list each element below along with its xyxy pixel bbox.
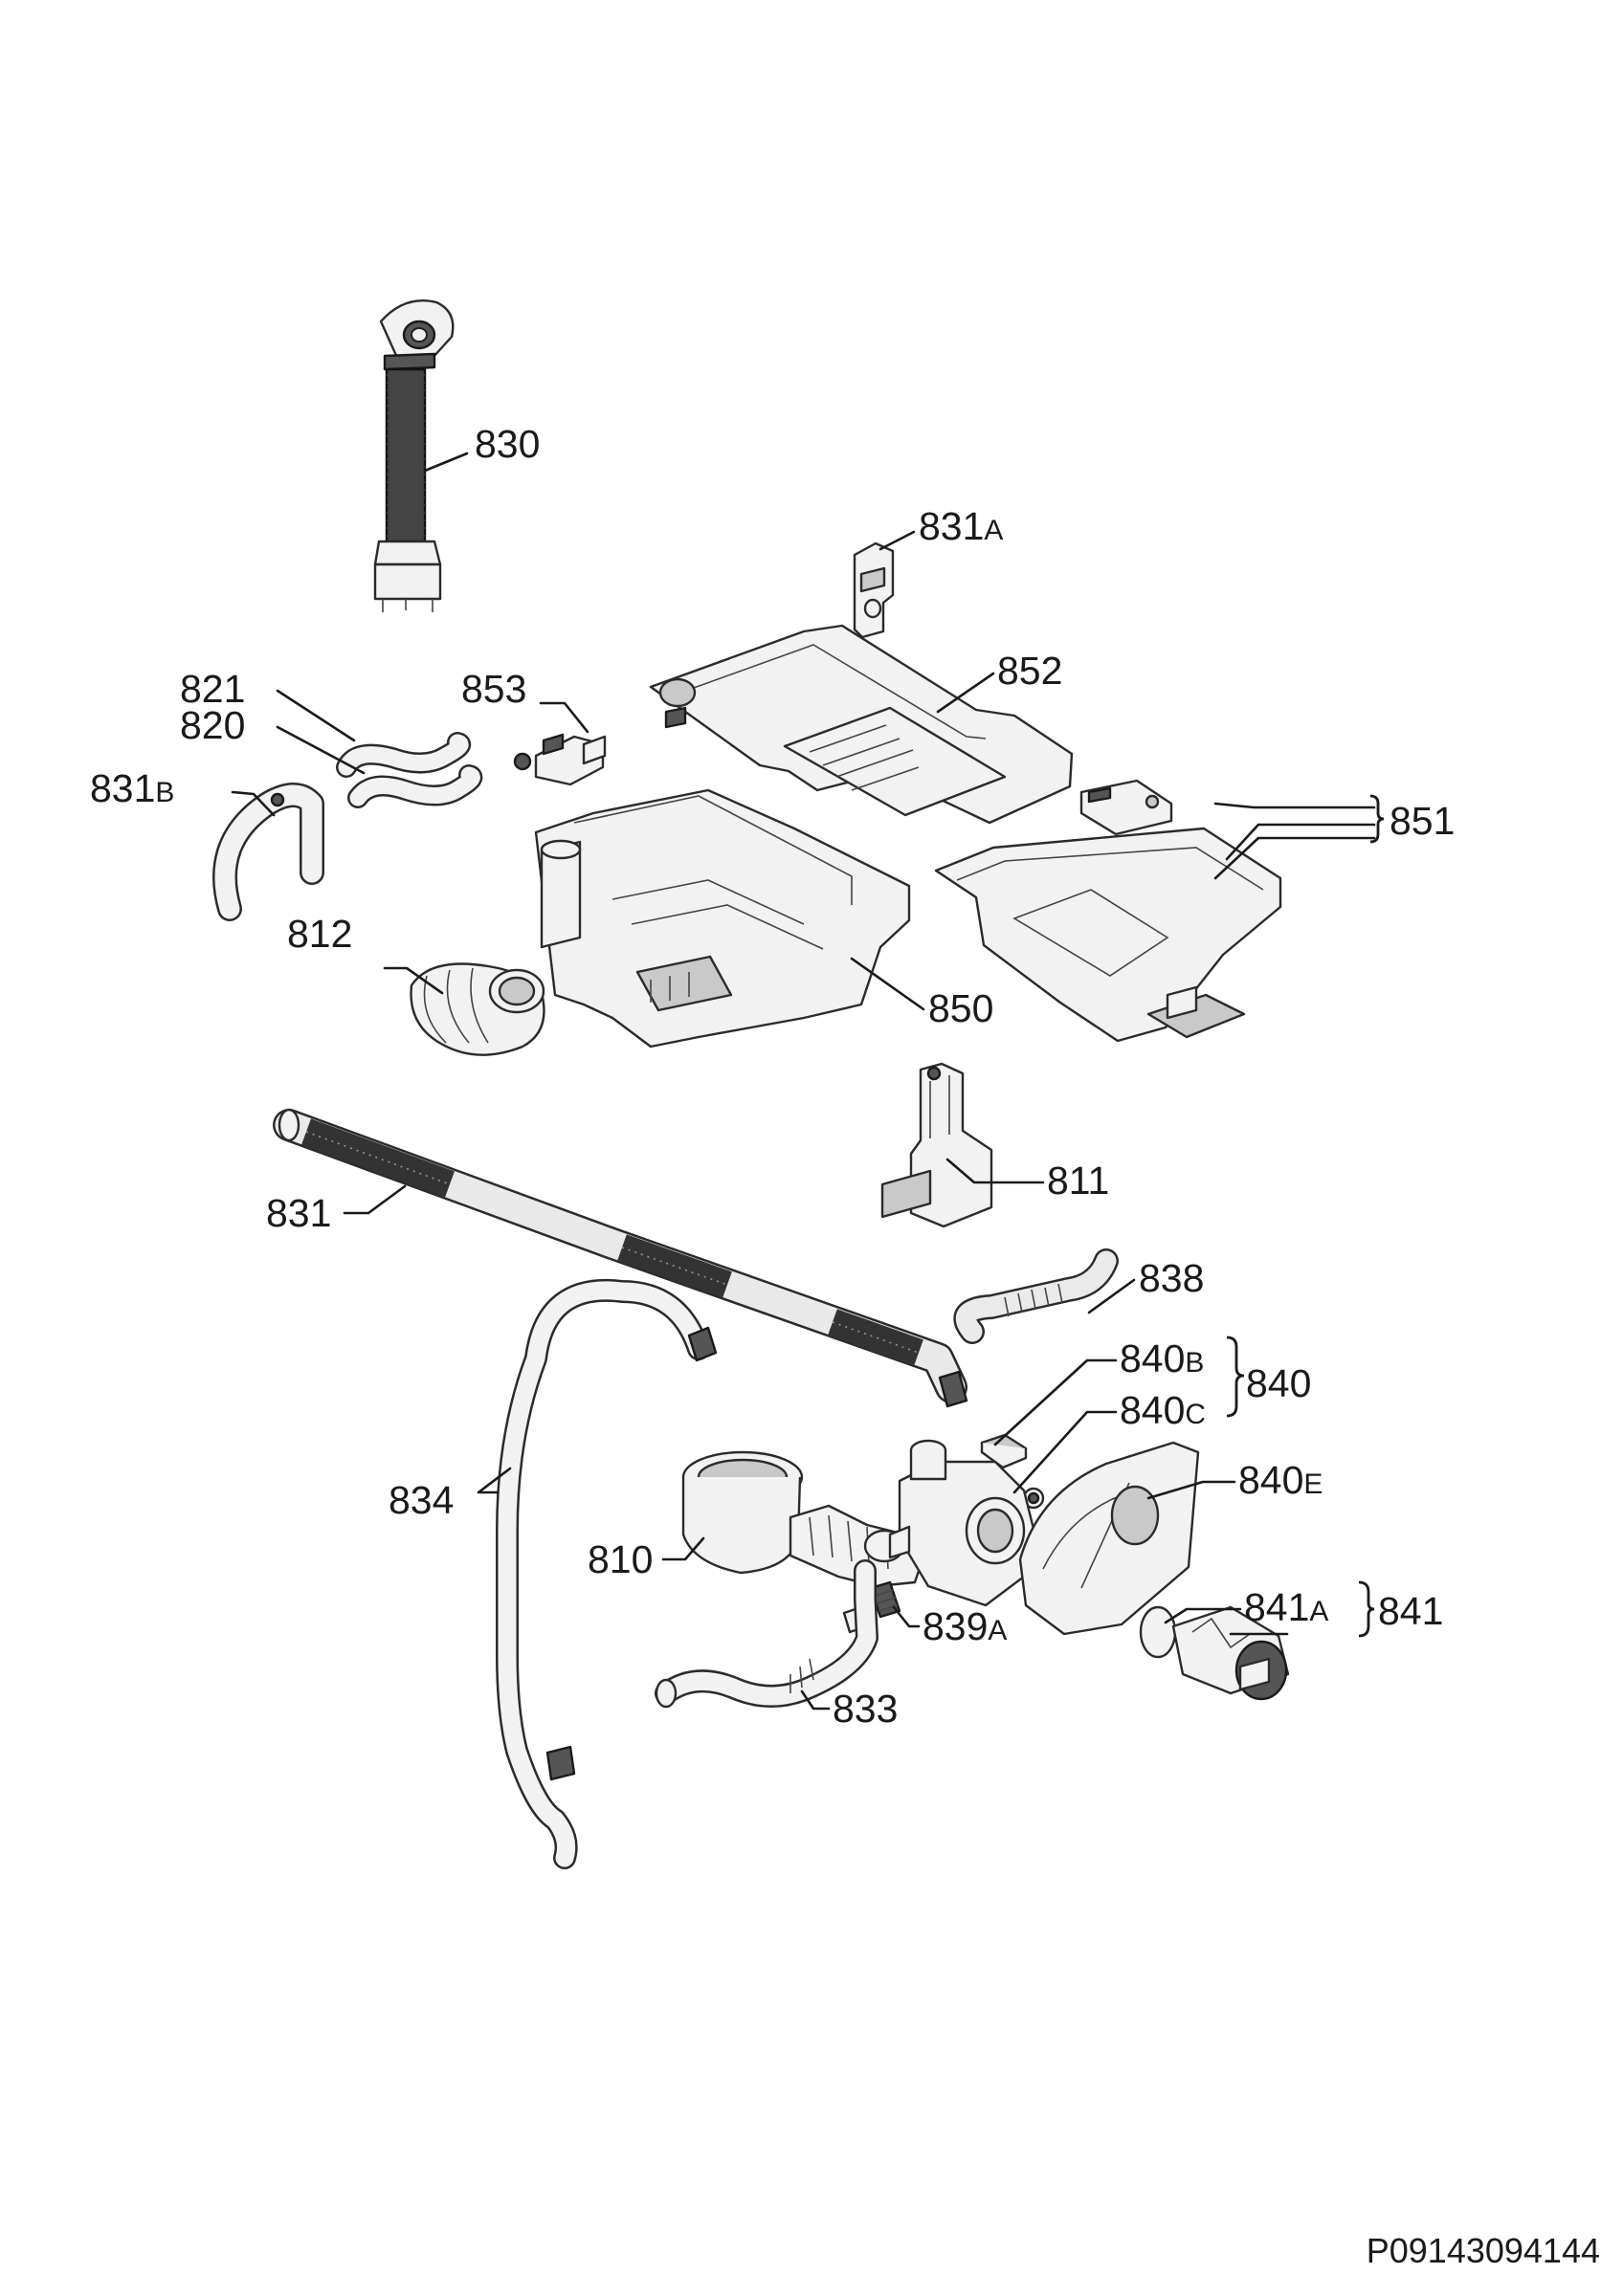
part-833-hose — [655, 1559, 878, 1709]
label-831: 831 — [266, 1191, 331, 1235]
leader-lines — [231, 452, 1376, 1711]
label-840: 840 — [1246, 1361, 1311, 1405]
grouping-braces — [1226, 794, 1385, 1638]
part-853-valve — [513, 733, 607, 786]
label-838: 838 — [1139, 1256, 1204, 1300]
label-841: 841 — [1378, 1589, 1443, 1633]
label-841A: 841A — [1244, 1585, 1328, 1629]
label-834: 834 — [389, 1478, 454, 1522]
label-831B: 831B — [90, 766, 174, 810]
label-840C: 840C — [1120, 1388, 1206, 1432]
label-830: 830 — [475, 422, 540, 466]
part-840E-cover — [1018, 1441, 1200, 1636]
label-811: 811 — [1047, 1159, 1109, 1203]
part-810-pump — [681, 1450, 926, 1588]
part-838-hose — [953, 1248, 1119, 1344]
label-810: 810 — [588, 1537, 653, 1581]
label-821: 821 — [180, 667, 245, 711]
label-850: 850 — [928, 986, 993, 1030]
part-851-drawer — [934, 779, 1282, 1043]
label-840B: 840B — [1120, 1336, 1204, 1380]
brace-841 — [1358, 1580, 1375, 1638]
part-852-cover — [649, 624, 1074, 825]
part-812-bellow — [410, 962, 545, 1056]
label-840E: 840E — [1238, 1458, 1323, 1502]
part-831A-clip — [853, 541, 895, 639]
callout-labels: 830 831A 852 853 821 820 831B 851 812 85… — [90, 422, 1455, 1731]
part-841-filter — [1139, 1605, 1290, 1701]
label-839A: 839A — [923, 1604, 1007, 1648]
label-812: 812 — [287, 912, 352, 956]
part-811-pipe — [880, 1062, 993, 1228]
part-831B-holder — [212, 783, 324, 921]
part-830-hose — [373, 299, 455, 612]
brace-851 — [1369, 794, 1385, 844]
part-850-housing — [534, 788, 911, 1049]
part-834-hose — [496, 1278, 718, 1869]
label-852: 852 — [997, 649, 1062, 693]
label-851: 851 — [1390, 799, 1455, 843]
label-833: 833 — [833, 1687, 898, 1731]
part-831-drain-hose — [273, 1108, 968, 1408]
brace-840 — [1226, 1336, 1245, 1418]
part-820-821-tubes — [336, 732, 483, 808]
label-853: 853 — [461, 667, 526, 711]
label-831A: 831A — [919, 504, 1003, 548]
document-code: P09143094144 — [1366, 2231, 1600, 2270]
label-820: 820 — [180, 703, 245, 747]
part-840-pump-assembly — [888, 1433, 1045, 1607]
